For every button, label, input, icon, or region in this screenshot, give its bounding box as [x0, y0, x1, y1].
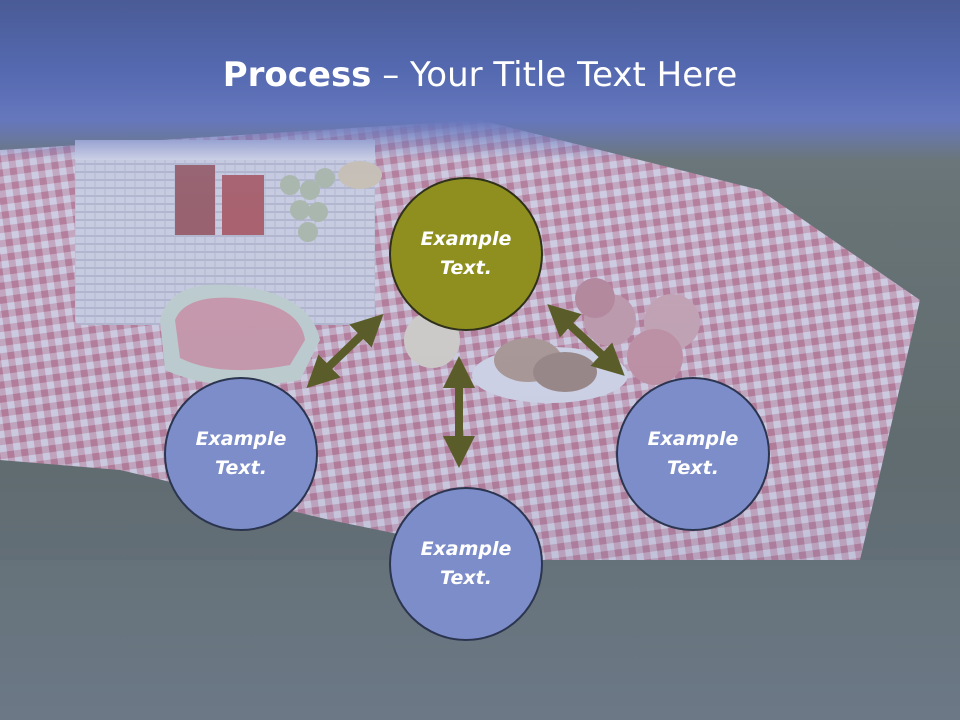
center-node[interactable]: Example Text. [389, 177, 543, 331]
right-node-line2: Text. [667, 457, 719, 479]
center-node-line1: Example [420, 228, 512, 250]
right-node-line1: Example [647, 428, 739, 450]
bottom-node-line1: Example [420, 538, 512, 560]
title-band [0, 0, 960, 160]
left-node-line2: Text. [215, 457, 267, 479]
left-node-line1: Example [195, 428, 287, 450]
center-node-line2: Text. [440, 257, 492, 279]
slide-title: Process – Your Title Text Here [0, 52, 960, 98]
left-node[interactable]: Example Text. [164, 377, 318, 531]
title-rest: – Your Title Text Here [371, 55, 738, 95]
bottom-node-line2: Text. [440, 567, 492, 589]
bottom-node[interactable]: Example Text. [389, 487, 543, 641]
title-bold: Process [222, 55, 372, 95]
right-node[interactable]: Example Text. [616, 377, 770, 531]
